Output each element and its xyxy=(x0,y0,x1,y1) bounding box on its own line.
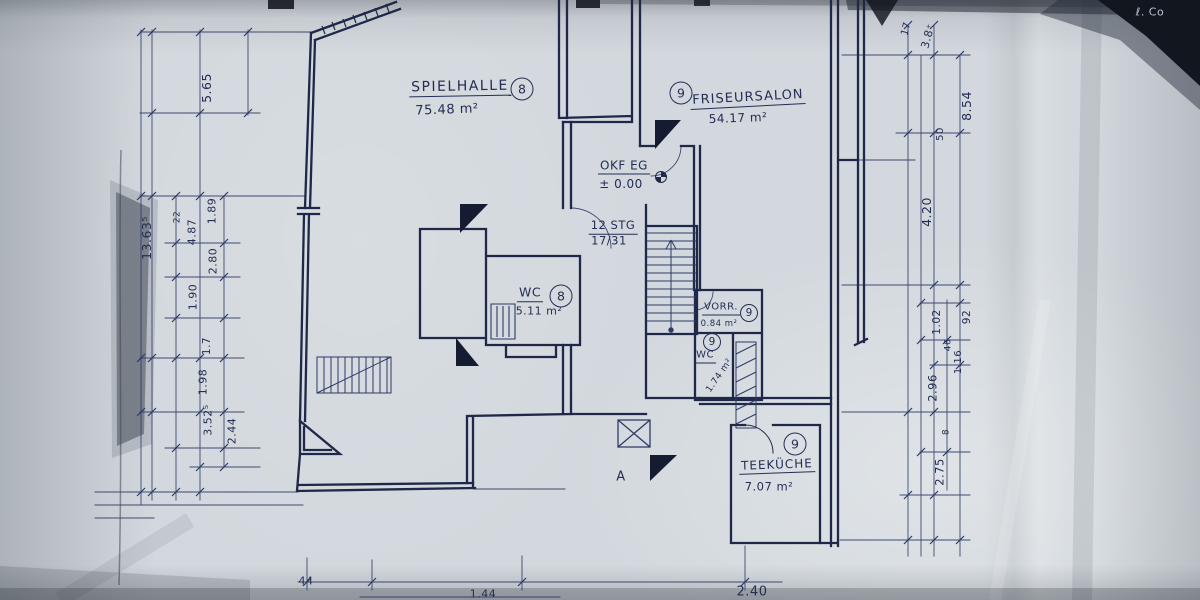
handwritten-corner-note: ℓ. Co xyxy=(1135,5,1165,19)
paper-creases xyxy=(55,0,1102,600)
dimension-label: 1.89 xyxy=(205,197,219,225)
dimension-label: 92 xyxy=(960,309,973,325)
dimension-ticks xyxy=(136,20,965,587)
room-area-teekueche: 7.07 m² xyxy=(744,479,794,494)
room-label-teekueche: TEEKÜCHE xyxy=(738,456,816,475)
dimension-label: 2.75 xyxy=(932,458,947,486)
dimension-label: 2.96 xyxy=(925,374,940,402)
stairs-and-fixtures xyxy=(316,171,757,448)
dimension-label: 2.44 xyxy=(225,417,239,445)
dimension-label: 4.87 xyxy=(185,218,199,246)
level-value: ± 0.00 xyxy=(599,177,643,191)
dimension-label: 1.98 xyxy=(196,368,210,396)
dimension-label: 8 xyxy=(941,428,952,436)
room-area-wc8: 5.11 m² xyxy=(515,304,563,318)
dimension-label: 8.54 xyxy=(958,91,974,121)
room-number-vorr: 9 xyxy=(740,304,758,322)
bay-window-ticks xyxy=(321,3,390,35)
dimension-label: 1.44 xyxy=(469,587,497,600)
room-area-vorr: 0.84 m² xyxy=(700,318,738,329)
level-label: OKF EG xyxy=(598,158,650,175)
dimension-label: 1.16 xyxy=(953,349,964,375)
room-label-wc8: WC xyxy=(516,286,544,302)
dimension-label: 44 xyxy=(298,574,314,588)
dimension-label: 2.80 xyxy=(206,247,220,275)
room-label-vorr: VORR. xyxy=(702,302,740,316)
room-number-wc8: 8 xyxy=(549,284,573,308)
dimension-label: 22 xyxy=(172,210,183,224)
room-number-friseursalon: 9 xyxy=(669,81,693,105)
stair-count-label: 12 STG xyxy=(588,219,638,235)
stair-ratio-label: 17/31 xyxy=(591,233,627,248)
room-number-spielhalle: 8 xyxy=(510,77,534,101)
section-marker-label: A xyxy=(616,469,626,485)
dimension-label: 1.7 xyxy=(200,336,213,356)
dimension-label: 1.02 xyxy=(930,309,943,335)
room-number-teekueche: 9 xyxy=(783,432,807,456)
room-area-friseursalon: 54.17 m² xyxy=(708,109,768,127)
room-number-wc9: 9 xyxy=(703,333,721,351)
dimension-label: 13.63⁵ xyxy=(138,216,154,260)
dimension-label: 50 xyxy=(935,127,946,141)
dimension-label: 5.65 xyxy=(198,73,214,103)
room-label-spielhalle: SPIELHALLE xyxy=(409,78,511,98)
dimension-label: 4.20 xyxy=(918,197,934,227)
door-wedge-markers xyxy=(456,120,681,481)
room-area-spielhalle: 75.48 m² xyxy=(415,101,479,119)
dimension-label: 2.40 xyxy=(736,584,768,600)
dimension-label: 1.90 xyxy=(186,283,200,311)
dimension-label: 3.52⁵ xyxy=(201,404,215,436)
room-label-wc9: WC xyxy=(694,350,716,364)
